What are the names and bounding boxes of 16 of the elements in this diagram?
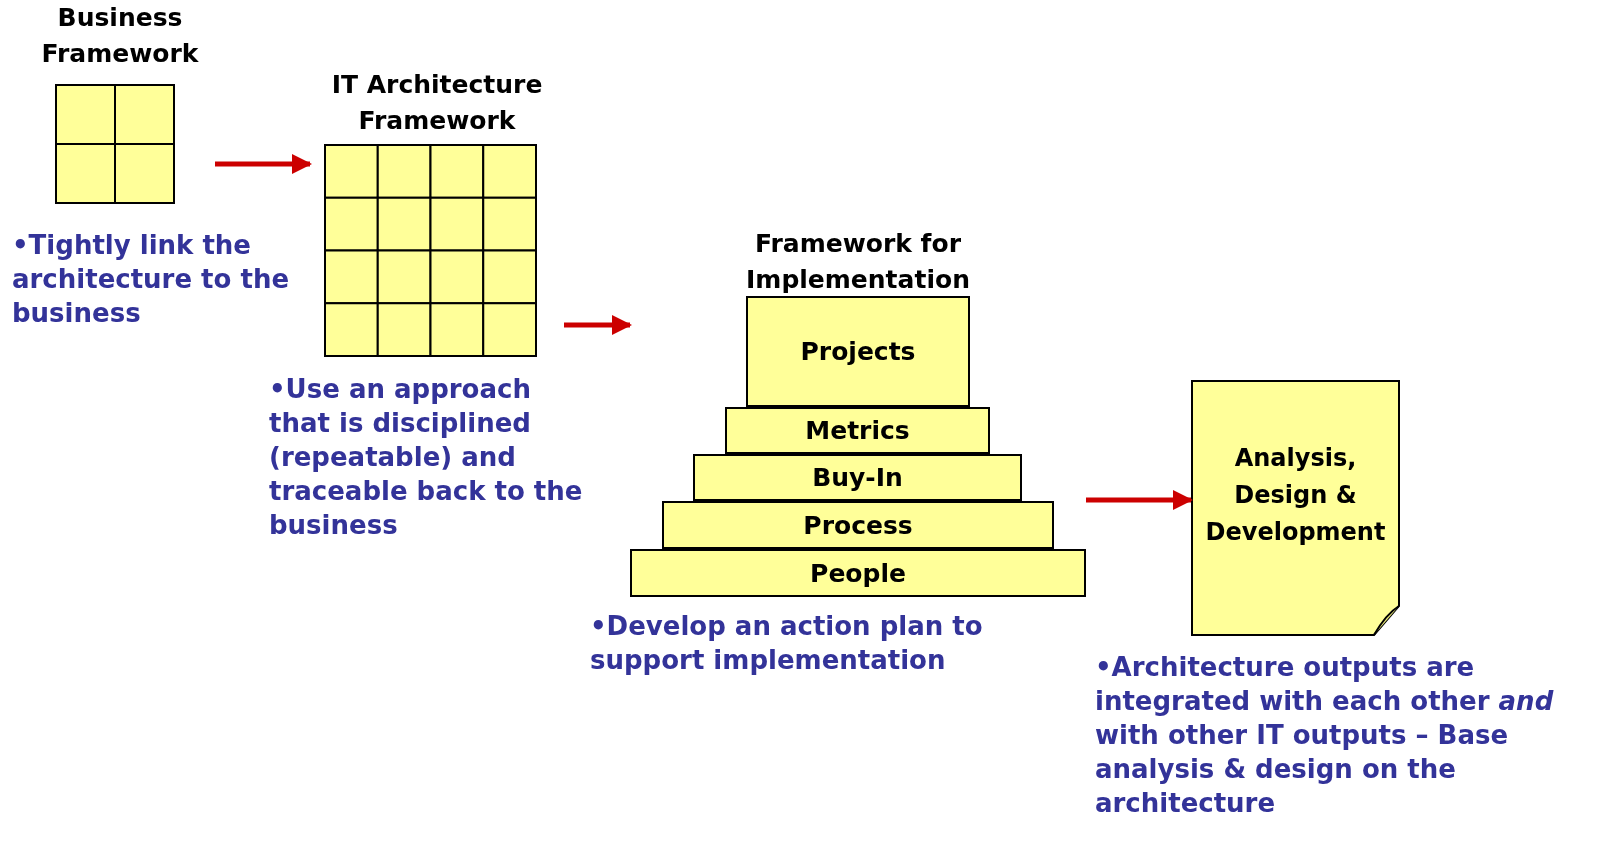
bullet-note: •Tightly link the architecture to the business [12, 229, 291, 330]
pyramid-tier: Process [662, 501, 1054, 549]
pyramid-tier: People [630, 549, 1086, 597]
framework-heading: Business Framework [40, 2, 200, 70]
framework-heading: Framework for Implementation [745, 228, 971, 296]
arrow [564, 315, 632, 335]
pyramid-tier: Metrics [725, 407, 990, 454]
pyramid-tier: Buy-In [693, 454, 1022, 501]
document-title: Analysis, Design & Development [1204, 443, 1387, 548]
bullet-note: •Develop an action plan to support implementation [590, 610, 984, 677]
arrow [215, 154, 312, 174]
pyramid-tier: Projects [746, 296, 970, 407]
bullet-note: •Architecture outputs are integrated with each other and with other IT outputs – Base analysis & design on the architecture [1095, 651, 1555, 820]
bullet-note: •Use an approach that is disciplined (repeatable) and traceable back to the business [269, 373, 584, 542]
framework-heading: IT Architecture Framework [330, 69, 544, 137]
arrow [1086, 490, 1193, 510]
